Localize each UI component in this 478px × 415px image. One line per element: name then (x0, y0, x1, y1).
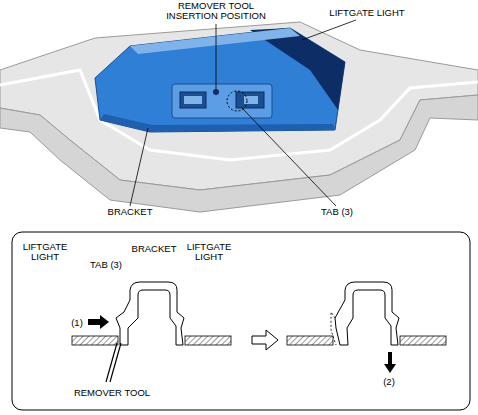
part-label: TAB (3) (86, 260, 126, 270)
detail-frame (12, 232, 470, 410)
liftgate-panel (0, 22, 478, 212)
transition-arrow (252, 330, 278, 350)
part-label: REMOVER TOOL (72, 388, 152, 398)
part-label: REMOVER TOOL INSERTION POSITION (160, 1, 272, 21)
part-label: LIFTGATE LIGHT (322, 8, 412, 18)
part-label: LIFTGATE LIGHT (20, 242, 70, 262)
part-label: BRACKET (100, 207, 160, 217)
section-after (287, 282, 446, 373)
section-before (72, 282, 231, 382)
callout-number: (1) (66, 318, 88, 328)
liftgate-light (95, 28, 345, 132)
callout-number: (2) (378, 377, 400, 387)
part-label: BRACKET (126, 244, 182, 254)
bracket-window (172, 84, 272, 118)
part-label: TAB (3) (312, 207, 362, 217)
part-label: LIFTGATE LIGHT (184, 242, 234, 262)
leader-lines (130, 20, 356, 206)
